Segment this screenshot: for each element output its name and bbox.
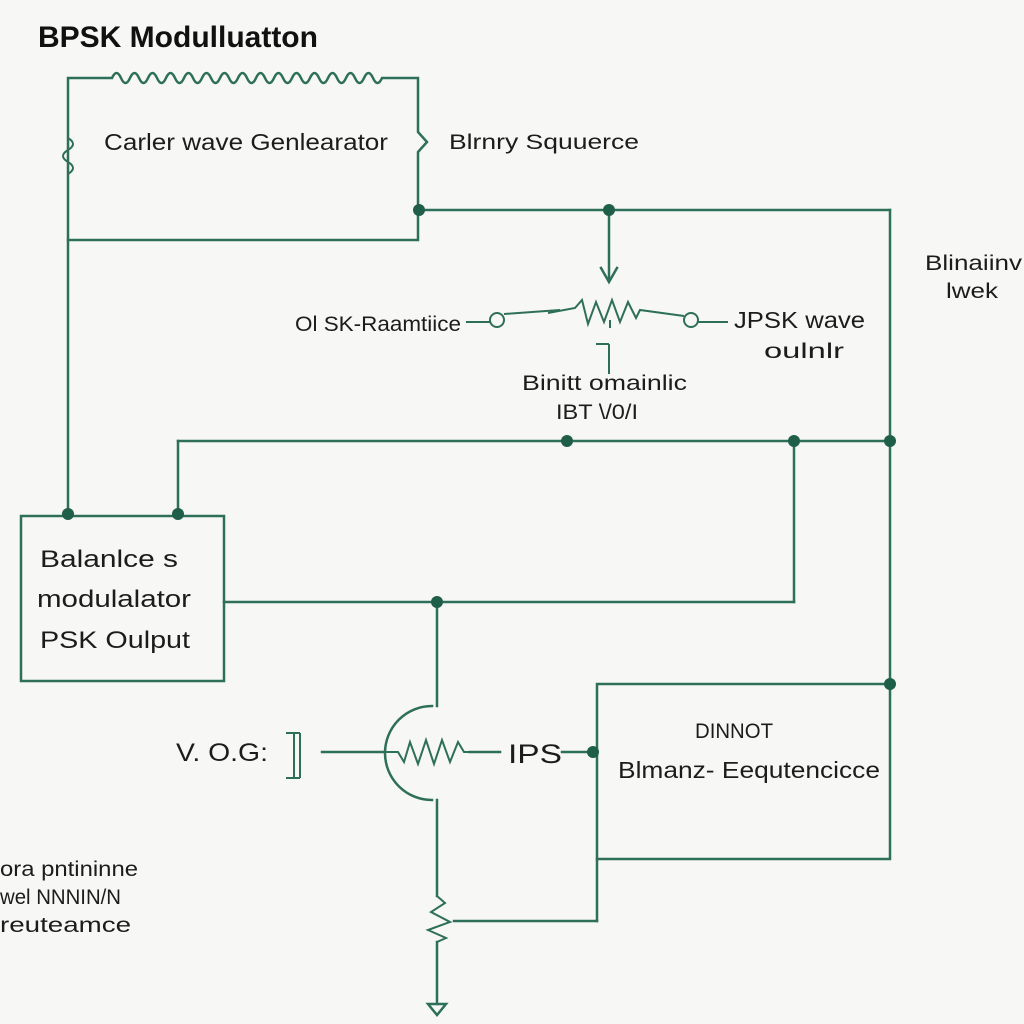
carrier-generator-box <box>66 71 429 242</box>
binary-sequence-block: DINNOT Blmanz- Eequtencicce <box>595 682 892 861</box>
bottom-left-line2: wel NNNIN/N <box>0 886 121 909</box>
right-label-line1: Blinaiinv <box>925 252 1023 275</box>
bpsk-output-label-line2: oulnlr <box>764 340 844 363</box>
carrier-generator-block: Carler wave Genlearator <box>62 71 429 242</box>
balanced-modulator-line3: PSK Oulput <box>40 627 190 654</box>
oscillator-wave <box>384 736 470 768</box>
junction-dot <box>431 596 443 608</box>
junction-dot <box>587 746 599 758</box>
down-arrow <box>599 208 619 285</box>
junctions <box>62 204 896 758</box>
oscillator-symbol <box>286 704 470 802</box>
right-label-line2: lwek <box>946 280 999 303</box>
binary-sequence-block-line1: DINNOT <box>695 720 773 743</box>
diagram-title: BPSK Modulluatton <box>38 21 318 54</box>
carrier-left-coil <box>62 137 74 175</box>
bpsk-output-label-line1: JPSK wave <box>734 307 865 333</box>
junction-dot <box>603 204 615 216</box>
binary-sequence-block-line2: Blmanz- Eequtencicce <box>618 757 880 783</box>
carrier-generator-label: Carler wave Genlearator <box>104 129 388 155</box>
balanced-modulator-line2: modulalator <box>37 586 191 613</box>
bottom-left-line1: ora pntininne <box>0 858 138 881</box>
source-bracket <box>286 732 301 779</box>
balanced-modulator-box <box>19 514 226 683</box>
junction-dot <box>413 204 425 216</box>
psk-reference-label: Ol SK-Raamtiice <box>295 313 461 336</box>
junction-dot <box>884 678 896 690</box>
bottom-left-line3: reuteamce <box>0 914 131 937</box>
binary-sequence-top-label: Blrnry Squuerce <box>449 131 639 154</box>
bit-modulation-label-line1: Binitt omainlic <box>522 372 687 395</box>
ground-icon <box>425 1002 449 1017</box>
circuit-wires <box>66 208 892 1006</box>
junction-dot <box>172 508 184 520</box>
ips-label: IPS <box>508 739 562 769</box>
binary-sequence-box <box>595 682 892 861</box>
junction-dot <box>788 435 800 447</box>
junction-dot <box>62 508 74 520</box>
balanced-modulator-block: Balanlce s modulalator PSK Oulput <box>19 514 226 683</box>
psk-signal-line <box>466 297 728 374</box>
lower-coil <box>425 895 453 943</box>
voltage-source-label: V. O.G: <box>176 739 268 767</box>
junction-dot <box>561 435 573 447</box>
junction-dot <box>884 435 896 447</box>
bit-modulation-label-line2: IBT \/0/I <box>556 401 638 424</box>
balanced-modulator-line1: Balanlce s <box>40 546 178 573</box>
